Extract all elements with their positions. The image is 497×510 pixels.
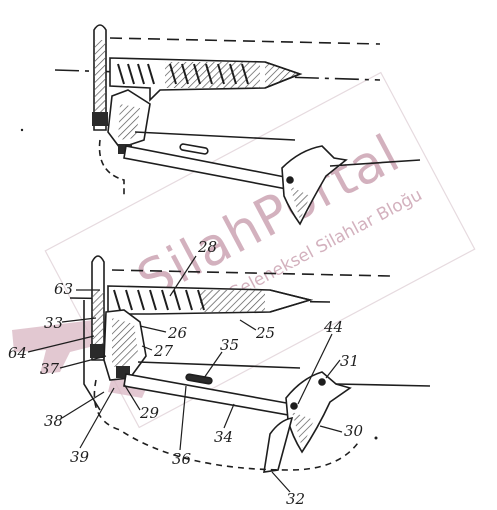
label-63: 63 <box>54 280 73 298</box>
bottom-spring-icon <box>113 289 205 311</box>
bottom-trigger-hatch <box>292 412 314 448</box>
bottom-trigger-pin <box>290 402 298 410</box>
bottom-post-hatch <box>92 290 104 346</box>
top-mechanism-view <box>54 24 421 226</box>
label-35: 35 <box>220 336 239 354</box>
stray-dot-right <box>374 436 378 440</box>
top-spring-icon <box>117 63 249 85</box>
label-36: 36 <box>172 450 192 468</box>
part-labels: 28 63 33 64 37 26 27 25 35 44 31 38 29 3… <box>8 238 364 508</box>
label-33: 33 <box>44 314 63 332</box>
label-30: 30 <box>344 422 364 440</box>
bottom-sear-hatch <box>112 318 138 370</box>
top-frame-curve <box>98 139 125 196</box>
top-cone-tip <box>264 61 303 89</box>
label-25: 25 <box>255 324 275 342</box>
bottom-lever-32 <box>263 417 294 473</box>
label-39: 39 <box>70 448 90 466</box>
top-right-line <box>329 159 421 167</box>
label-29: 29 <box>139 404 160 422</box>
label-27: 27 <box>153 342 174 360</box>
top-post-base <box>92 112 108 126</box>
top-guide-line <box>134 131 296 141</box>
bottom-dash-line-upper <box>111 269 391 277</box>
bottom-frame-outline <box>83 300 101 411</box>
top-trigger-hatch <box>290 186 310 220</box>
bottom-guide-line <box>137 361 301 369</box>
label-34: 34 <box>214 428 233 446</box>
bottom-trigger-top-pin <box>318 378 326 386</box>
bottom-cone-tip <box>269 289 314 313</box>
watermark: SilahPortal Geleneksel Silahlar Bloğu <box>12 71 476 429</box>
label-26: 26 <box>167 324 188 342</box>
top-rod-slot <box>179 143 209 155</box>
label-31: 31 <box>340 352 359 370</box>
leader-lines <box>27 255 343 493</box>
bottom-spring-hatch <box>200 290 265 312</box>
label-28: 28 <box>197 238 217 256</box>
bottom-guard-curve <box>93 379 361 471</box>
stray-dot-left <box>20 128 24 132</box>
top-sear-hatch <box>118 104 140 140</box>
label-32: 32 <box>286 490 305 508</box>
label-44: 44 <box>323 318 343 336</box>
bottom-mechanism-view <box>69 255 431 473</box>
label-64: 64 <box>8 344 27 362</box>
bottom-rod-slot <box>185 373 213 385</box>
top-post-hatch <box>94 40 106 120</box>
bottom-post-base <box>90 344 106 358</box>
top-dash-line-upper <box>109 37 381 45</box>
bottom-right-line <box>335 383 431 387</box>
label-37: 37 <box>40 360 60 378</box>
top-trigger-pin <box>286 176 294 184</box>
label-38: 38 <box>44 412 63 430</box>
